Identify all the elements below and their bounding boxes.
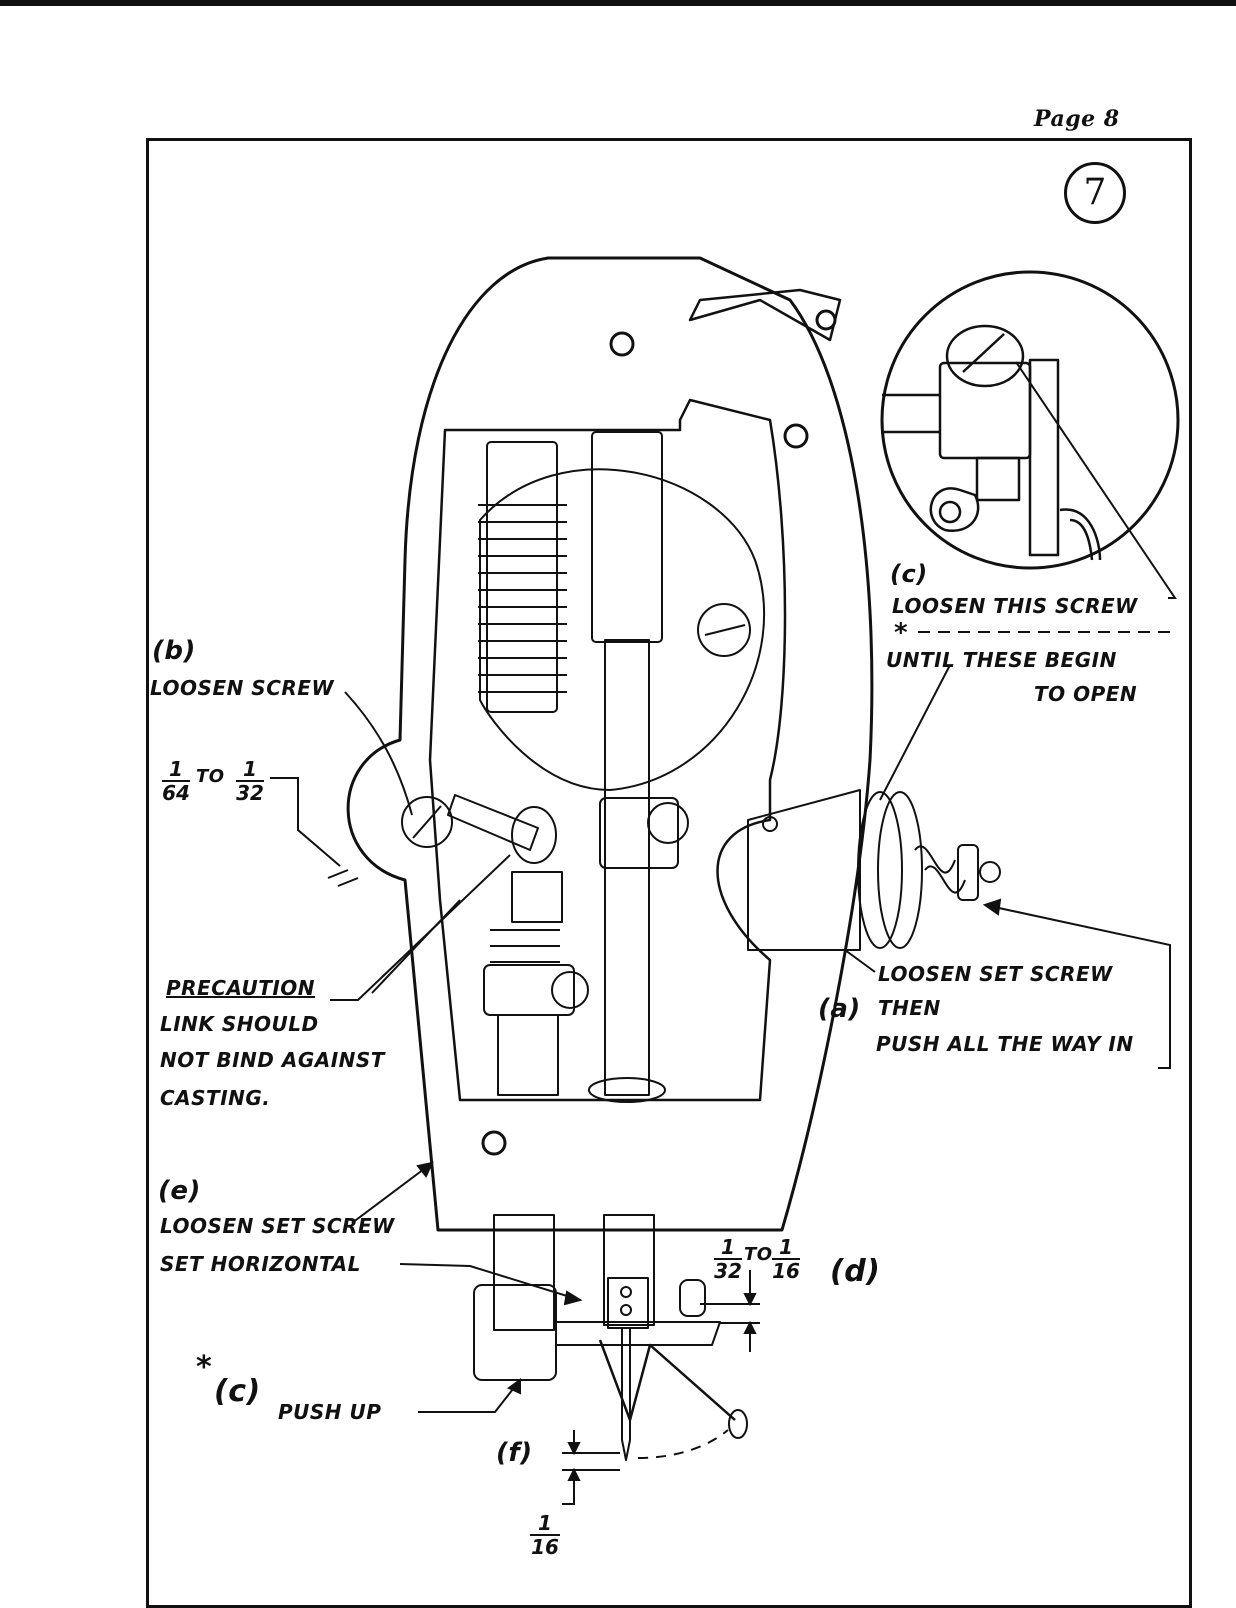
label-c-top-letter: (c) [890, 560, 928, 588]
swing-arc [637, 1429, 729, 1459]
mount-hole-top [609, 331, 635, 357]
label-a-line-1: LOOSEN SET SCREW [878, 962, 1113, 986]
mount-hole-bottom [481, 1130, 507, 1156]
leader-c-top [1015, 361, 1177, 599]
arrow-a-push [982, 898, 1002, 916]
label-b-letter: (b) [152, 636, 196, 666]
gap-b-mark-1 [327, 869, 349, 879]
presser-foot-plate [555, 1321, 721, 1346]
precaution-line-1: LINK SHOULD [160, 1012, 319, 1036]
arrow-e [416, 1161, 434, 1178]
label-a-line-2: THEN [878, 996, 941, 1020]
leader-a-set [844, 949, 876, 973]
label-c-bottom-letter: (c) [214, 1374, 261, 1409]
figure-number: 7 [1064, 162, 1126, 224]
label-f-letter: (f) [496, 1438, 533, 1468]
foot-lever-knob [728, 1409, 748, 1439]
link-end [511, 806, 557, 864]
precaution-line-2: NOT BIND AGAINST [160, 1048, 385, 1072]
crank-screw [401, 796, 453, 848]
tension-disc-2 [877, 791, 923, 949]
presser-foot-block [511, 871, 563, 923]
presser-bar-lower [497, 1014, 559, 1096]
presser-bar [486, 441, 558, 713]
casting-outline [346, 256, 874, 1232]
leader-precaution-2 [371, 899, 461, 994]
leader-precaution [330, 854, 511, 1001]
asterisk-top: * [894, 618, 909, 648]
needle [621, 1327, 631, 1461]
push-up-label: PUSH UP [278, 1400, 382, 1424]
thread-guide [679, 1279, 706, 1317]
label-e-line-2: SET HORIZONTAL [160, 1252, 361, 1276]
label-a-line-3: PUSH ALL THE WAY IN [876, 1032, 1134, 1056]
arrow-push-up [507, 1378, 521, 1395]
leader-e [351, 1162, 433, 1224]
tension-bracket [747, 789, 861, 951]
label-b-text: LOOSEN SCREW [150, 676, 335, 700]
precaution-title: PRECAUTION [166, 976, 316, 1000]
cam-wheel [479, 468, 765, 791]
asterisk-bottom: * [196, 1350, 213, 1385]
gap-b-to: TO [196, 766, 225, 787]
needle-bar-base [588, 1077, 666, 1103]
needle-bar-collar [599, 797, 679, 869]
page-number: Page 8 [1034, 106, 1120, 132]
top-bracket [688, 288, 842, 342]
tension-disc-1 [857, 791, 903, 949]
inset-detail [882, 324, 1102, 561]
gap-b-mark-2 [337, 877, 359, 887]
inner-cavity [428, 398, 787, 1102]
needle-bar-upper [591, 431, 663, 643]
presser-collar-screw [551, 971, 589, 1009]
lower-spring [490, 929, 560, 963]
until-line-1: UNTIL THESE BEGIN [886, 648, 1117, 672]
presser-foot-clamp [473, 1284, 557, 1381]
label-c-top-text: LOOSEN THIS SCREW [892, 594, 1138, 618]
bracket-hole [815, 309, 837, 331]
label-a-letter: (a) [818, 994, 861, 1024]
crank-link [447, 794, 539, 851]
leader-a-push [984, 904, 1171, 1069]
leader-gap-b [270, 777, 341, 867]
presser-collar [483, 964, 575, 1016]
label-e-letter: (e) [158, 1176, 201, 1206]
top-border-rule [0, 0, 1236, 6]
tension-hole [762, 816, 778, 832]
tension-spring [914, 845, 966, 894]
presser-bar-bottom [493, 1214, 555, 1331]
mount-hole-right [783, 423, 809, 449]
collar-screw [647, 802, 689, 844]
inset-detail-circle [880, 270, 1180, 570]
label-d-letter: (d) [830, 1254, 881, 1289]
tension-nut [957, 844, 979, 901]
tension-knob [979, 861, 1001, 883]
needle-bar-bottom [603, 1214, 655, 1326]
precaution-line-3: CASTING. [160, 1086, 271, 1110]
leader-until [879, 664, 951, 801]
gap-d-to: TO [744, 1244, 773, 1265]
needle-clamp [607, 1277, 649, 1329]
label-e-line-1: LOOSEN SET SCREW [160, 1214, 395, 1238]
arrow-e-horizontal [563, 1290, 583, 1306]
leader-push-up [418, 1379, 521, 1413]
foot-lever [598, 1339, 736, 1422]
until-line-2: TO OPEN [1034, 682, 1138, 706]
presser-spring [478, 504, 567, 693]
leader-e-horizontal [399, 1263, 581, 1301]
leader-b [344, 691, 413, 816]
cam-screw [697, 603, 751, 657]
